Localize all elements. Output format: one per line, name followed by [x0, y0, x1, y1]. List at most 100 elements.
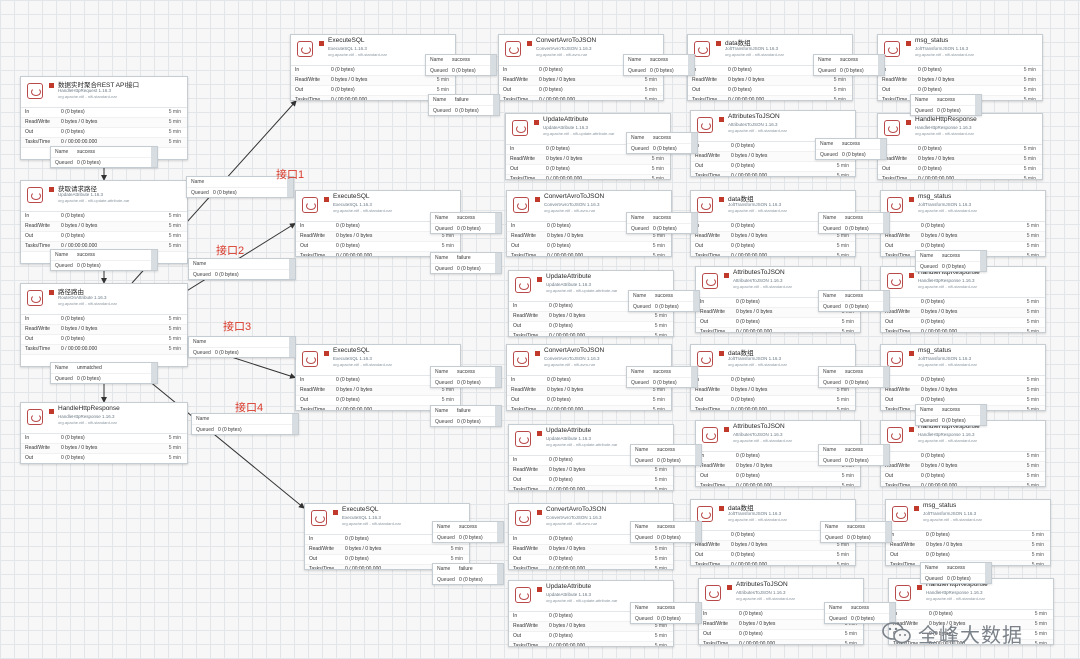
- processor-icon: [887, 351, 903, 367]
- stats-value: 0 (0 bytes): [549, 457, 573, 463]
- connection-queued: 0 (0 bytes): [459, 577, 483, 583]
- connection-line-p3-d1[interactable]: [131, 366, 305, 509]
- processor-type: HandleHttpResponse 1.16.3: [918, 278, 975, 283]
- stats-window: 5 min: [168, 213, 181, 219]
- connection-queue-bar: [975, 95, 981, 115]
- connection-queue-bar: [880, 139, 886, 159]
- connection-queued: 0 (0 bytes): [653, 146, 677, 152]
- stats-window: 5 min: [1026, 299, 1039, 305]
- stats-label: In: [309, 536, 314, 542]
- stats-window: 5 min: [168, 119, 181, 125]
- stats-window: 5 min: [836, 233, 849, 239]
- stats-value: 0 / 00:00:00.000: [345, 566, 382, 570]
- stats-label: Read/Write: [309, 546, 334, 552]
- processor-bundle: org.apache.nifi - nifi-standard-nar: [918, 284, 977, 289]
- stats-label: Out: [510, 166, 519, 172]
- connection-name-label: Name: [55, 365, 69, 371]
- stats-window: 5 min: [1034, 641, 1047, 645]
- connection-queued: 0 (0 bytes): [845, 304, 869, 310]
- stats-value: 0 / 00:00:00.000: [547, 407, 584, 411]
- connection-queue-bar: [151, 250, 157, 270]
- processor-icon: [311, 510, 327, 526]
- connection-queued-label: Queued: [915, 108, 933, 114]
- connection-queued: 0 (0 bytes): [213, 190, 237, 196]
- stats-value: 0 (0 bytes): [728, 67, 752, 73]
- stats-value: 0 bytes / 0 bytes: [549, 313, 586, 319]
- processor-type: HandleHttpResponse 1.16.3: [926, 590, 983, 595]
- processor-type: HandleHttpResponse 1.16.3: [918, 432, 975, 437]
- stats-label: In: [25, 435, 30, 441]
- stats-label: In: [700, 299, 705, 305]
- stats-window: 5 min: [652, 387, 665, 393]
- processor-icon: [27, 290, 43, 306]
- stats-value: 0 bytes / 0 bytes: [728, 77, 765, 83]
- stats-window: 5 min: [1034, 631, 1047, 637]
- processor-icon: [27, 409, 43, 425]
- stats-window: 5 min: [1026, 397, 1039, 403]
